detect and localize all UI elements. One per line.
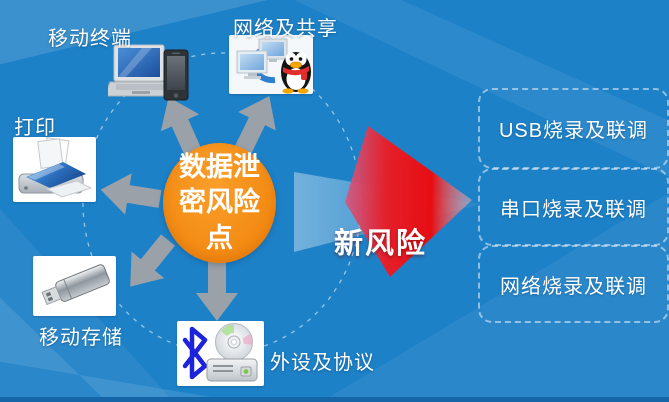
hub-text-line1: 数据泄	[179, 152, 260, 183]
bottom-edge-strip	[0, 397, 669, 402]
usb-flash-drive-icon	[33, 256, 116, 316]
risk-box-network-burning: 网络烧录及联调	[478, 245, 669, 323]
printer-icon	[13, 137, 96, 202]
hub-data-leak-risk-circle: 数据泄 密风险 点	[163, 143, 276, 263]
node-label-network-sharing: 网络及共享	[233, 18, 338, 40]
risk-box-serial-burning: 串口烧录及联调	[478, 168, 669, 246]
laptop-and-smartphone-icon	[103, 44, 192, 106]
hub-text-line3: 点	[206, 222, 233, 253]
node-label-mobile-storage: 移动存储	[39, 327, 123, 349]
bluetooth-cd-drive-icon	[177, 321, 264, 386]
risk-box-label: USB烧录及联调	[498, 120, 649, 142]
risk-box-label: 网络烧录及联调	[500, 275, 647, 298]
node-label-print: 打印	[14, 117, 56, 139]
risk-box-label: 串口烧录及联调	[500, 198, 647, 221]
spoke-arrow-to-peripherals	[196, 261, 238, 321]
hub-text-line2: 密风险	[179, 187, 260, 218]
new-risk-arrow-label: 新风险	[334, 228, 428, 260]
risk-box-usb-burning: USB烧录及联调	[478, 88, 669, 169]
spoke-arrow-to-print	[97, 168, 164, 220]
node-label-peripherals-protocols: 外设及协议	[270, 352, 375, 374]
new-risk-red-arrow	[345, 126, 472, 277]
computers-sync-qq-penguin-icon	[229, 35, 313, 94]
node-label-mobile-terminal: 移动终端	[48, 28, 132, 50]
